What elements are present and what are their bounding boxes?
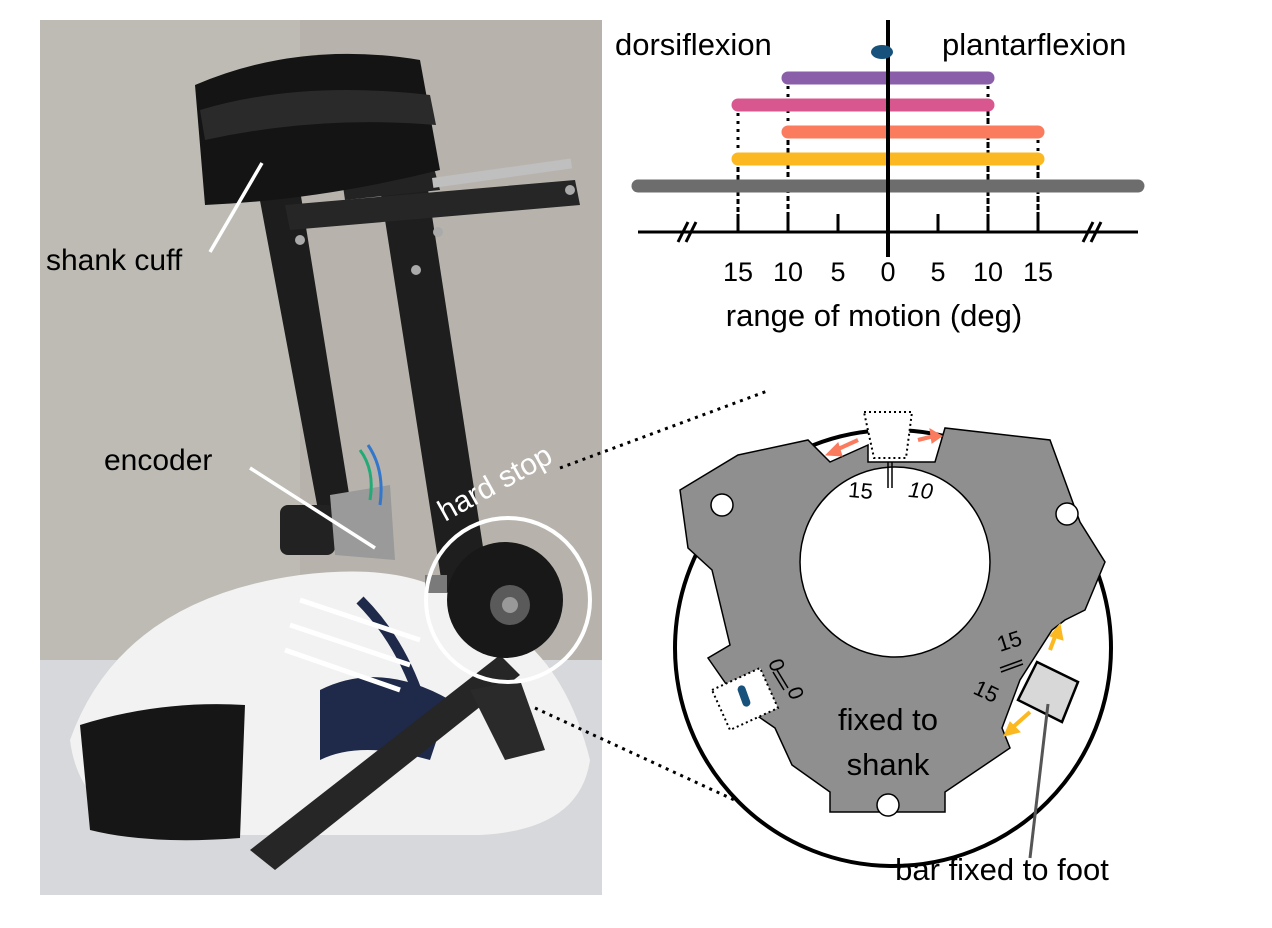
top-scale-right-label: 10 xyxy=(907,477,934,504)
axis-tick-label-3: 0 xyxy=(880,257,895,287)
axis-tick-label-4: 5 xyxy=(930,257,945,287)
foot-bar xyxy=(1016,660,1080,724)
hard-stop-detail: 15 10 0 0 15 15 fixed to xyxy=(673,411,1113,887)
encoder-label: encoder xyxy=(104,444,212,477)
exoskeleton-photo xyxy=(40,20,602,895)
plate-hole-left xyxy=(710,493,734,517)
axis-tick-label-6: 15 xyxy=(1023,257,1053,287)
shank-cuff-label: shank cuff xyxy=(46,244,183,277)
top-stop-slot xyxy=(862,411,914,459)
fixed-to-shank-line1: fixed to xyxy=(838,702,938,737)
top-scale-left-label: 15 xyxy=(847,477,874,504)
axis-tick-label-2: 5 xyxy=(830,257,845,287)
foot-bar-arrow-up xyxy=(1048,622,1064,651)
axis-tick-label-5: 10 xyxy=(973,257,1003,287)
top-arrow-left xyxy=(824,438,859,457)
zoom-connector-top xyxy=(559,388,771,470)
dorsiflexion-label: dorsiflexion xyxy=(615,27,772,62)
axis-tick-label-0: 15 xyxy=(723,257,753,287)
plate-hole-bottom xyxy=(876,793,900,817)
rom-axis-label: range of motion (deg) xyxy=(726,298,1022,333)
plate-hole-right xyxy=(1055,502,1079,526)
fixed-to-shank-line2: shank xyxy=(847,747,930,782)
axis-break-left xyxy=(676,221,698,243)
foot-bar-arrow-down xyxy=(1003,710,1032,737)
top-arrow-right xyxy=(917,428,943,444)
axis-break-right xyxy=(1081,221,1103,243)
hard-stop-highlight-circle xyxy=(424,516,592,684)
neutral-position-marker xyxy=(737,685,751,707)
zero-position-marker xyxy=(871,45,893,59)
hard-stop-plate xyxy=(679,427,1106,813)
bar-fixed-to-foot-label: bar fixed to foot xyxy=(895,852,1109,887)
foot-bar-pointer xyxy=(1028,703,1050,859)
axis-ticks xyxy=(736,214,1040,232)
plantarflexion-label: plantarflexion xyxy=(942,27,1126,62)
encoder-pointer xyxy=(249,466,376,550)
shank-cuff-pointer xyxy=(208,162,264,253)
axis-tick-label-1: 10 xyxy=(773,257,803,287)
axis-tick-labels: 15 10 5 0 5 10 15 xyxy=(723,257,1053,287)
